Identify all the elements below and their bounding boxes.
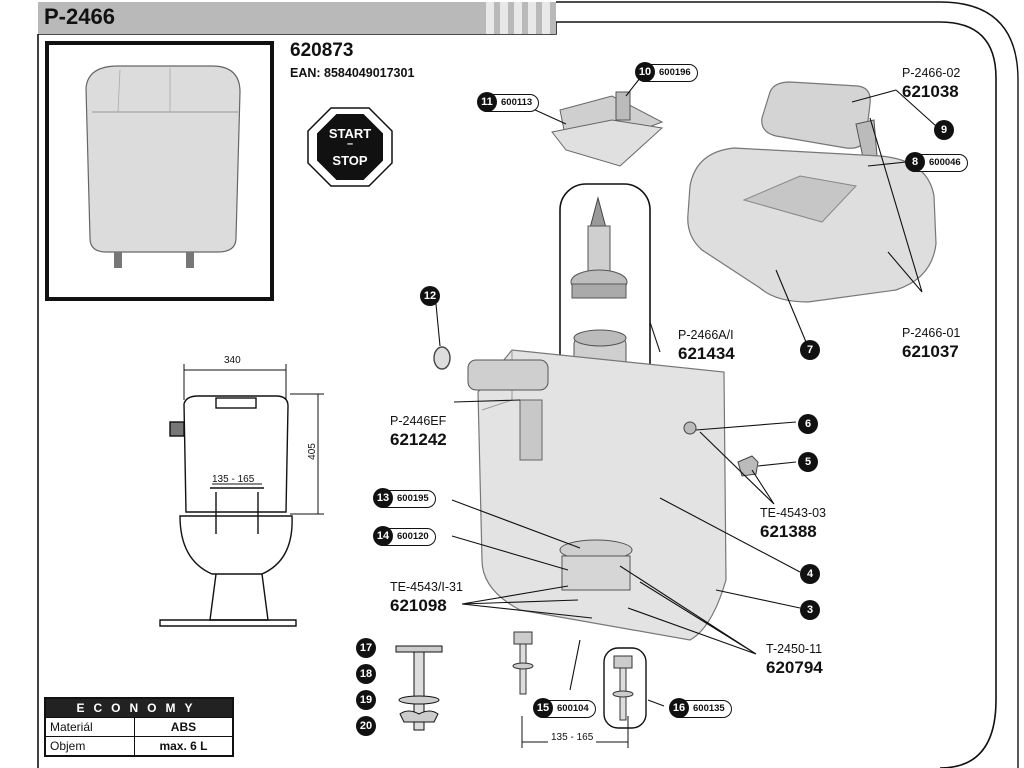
ref-p2466-02: P-2466-02	[902, 66, 961, 80]
cover-7	[687, 147, 937, 303]
part-15-code: 600104	[557, 703, 589, 714]
tank-body	[467, 349, 727, 641]
part-5-number: 5	[798, 452, 818, 472]
part-16-number: 16	[669, 698, 689, 718]
part-13-badge: 13 600195	[373, 488, 436, 508]
part-6-number: 6	[798, 414, 818, 434]
spec-label-volume: Objem	[44, 736, 135, 757]
header-bar	[38, 2, 556, 34]
part-7-number: 7	[800, 340, 820, 360]
code-621242: 621242	[390, 430, 447, 449]
part-10-code: 600196	[659, 67, 691, 78]
start-stop-dash: –	[346, 138, 354, 150]
ref-p2466-01: P-2466-01	[902, 326, 961, 340]
dim-spacing-top: 135 - 165	[212, 474, 255, 485]
spec-table: ECONOMY Materiál ABS Objem max. 6 L	[44, 697, 234, 757]
part-13-number: 13	[373, 488, 393, 508]
toilet-front-view	[159, 395, 297, 627]
part-20-number: 20	[356, 716, 376, 736]
start-stop-octagon	[315, 112, 385, 182]
ref-te4543-i31: TE-4543/I-31	[390, 580, 463, 594]
part-5-shape	[737, 455, 759, 477]
product-code: 620873	[290, 40, 354, 61]
part-8-code: 600046	[929, 157, 961, 168]
fixing-16	[612, 655, 634, 721]
page-border	[37, 21, 997, 768]
code-621038: 621038	[902, 82, 959, 101]
code-621388: 621388	[760, 522, 817, 541]
part-9-number: 9	[934, 120, 954, 140]
part-8-badge: 8 600046	[905, 152, 968, 172]
part-14-number: 14	[373, 526, 393, 546]
part-12-shape	[433, 346, 451, 370]
fixing-15	[512, 631, 534, 695]
push-button-plate	[551, 91, 664, 167]
spec-table-header: ECONOMY	[44, 697, 234, 718]
dim-spacing-bottom: 135 - 165	[548, 732, 597, 743]
part-18-number: 18	[356, 664, 376, 684]
bolt-parts-17-20	[395, 645, 443, 731]
code-621037: 621037	[902, 342, 959, 361]
code-620794: 620794	[766, 658, 823, 677]
part-11-code: 600113	[501, 97, 533, 108]
part-15-number: 15	[533, 698, 553, 718]
part-19-number: 19	[356, 690, 376, 710]
part-15-badge: 15 600104	[533, 698, 596, 718]
table-row: Objem max. 6 L	[44, 736, 234, 757]
part-10-number: 10	[635, 62, 655, 82]
page-title: P-2466	[44, 4, 115, 29]
product-ean: EAN: 8584049017301	[290, 66, 415, 80]
part-11-number: 11	[477, 92, 497, 112]
ref-p2446ef: P-2446EF	[390, 414, 447, 428]
leader-lines	[435, 77, 937, 707]
part-12-number: 12	[420, 286, 440, 306]
dimension-lines	[183, 364, 629, 748]
table-row: Materiál ABS	[44, 717, 234, 737]
ref-p2466ai: P-2466A/I	[678, 328, 734, 342]
start-label: START	[328, 126, 372, 141]
part-3-number: 3	[800, 600, 820, 620]
spec-value-volume: max. 6 L	[133, 736, 234, 757]
code-621098: 621098	[390, 596, 447, 615]
header-stripes	[486, 2, 550, 34]
code-621434: 621434	[678, 344, 735, 363]
part-8-number: 8	[905, 152, 925, 172]
part-13-code: 600195	[397, 493, 429, 504]
spec-value-material: ABS	[133, 717, 234, 737]
part-11-badge: 11 600113	[477, 92, 540, 112]
part-10-badge: 10 600196	[635, 62, 698, 82]
part-14-code: 600120	[397, 531, 429, 542]
ref-t2450-11: T-2450-11	[766, 642, 823, 656]
part-4-number: 4	[800, 564, 820, 584]
stop-label: STOP	[332, 153, 368, 168]
part-6-shape	[683, 421, 697, 435]
spec-label-material: Materiál	[44, 717, 135, 737]
fixing-16-capsule	[603, 647, 647, 729]
product-photo-tank	[85, 65, 241, 268]
dim-height: 405	[306, 443, 318, 460]
ref-te4543-03: TE-4543-03	[760, 506, 827, 520]
part-16-badge: 16 600135	[669, 698, 732, 718]
part-16-code: 600135	[693, 703, 725, 714]
part-17-number: 17	[356, 638, 376, 658]
part-14-badge: 14 600120	[373, 526, 436, 546]
dim-width: 340	[224, 355, 241, 366]
